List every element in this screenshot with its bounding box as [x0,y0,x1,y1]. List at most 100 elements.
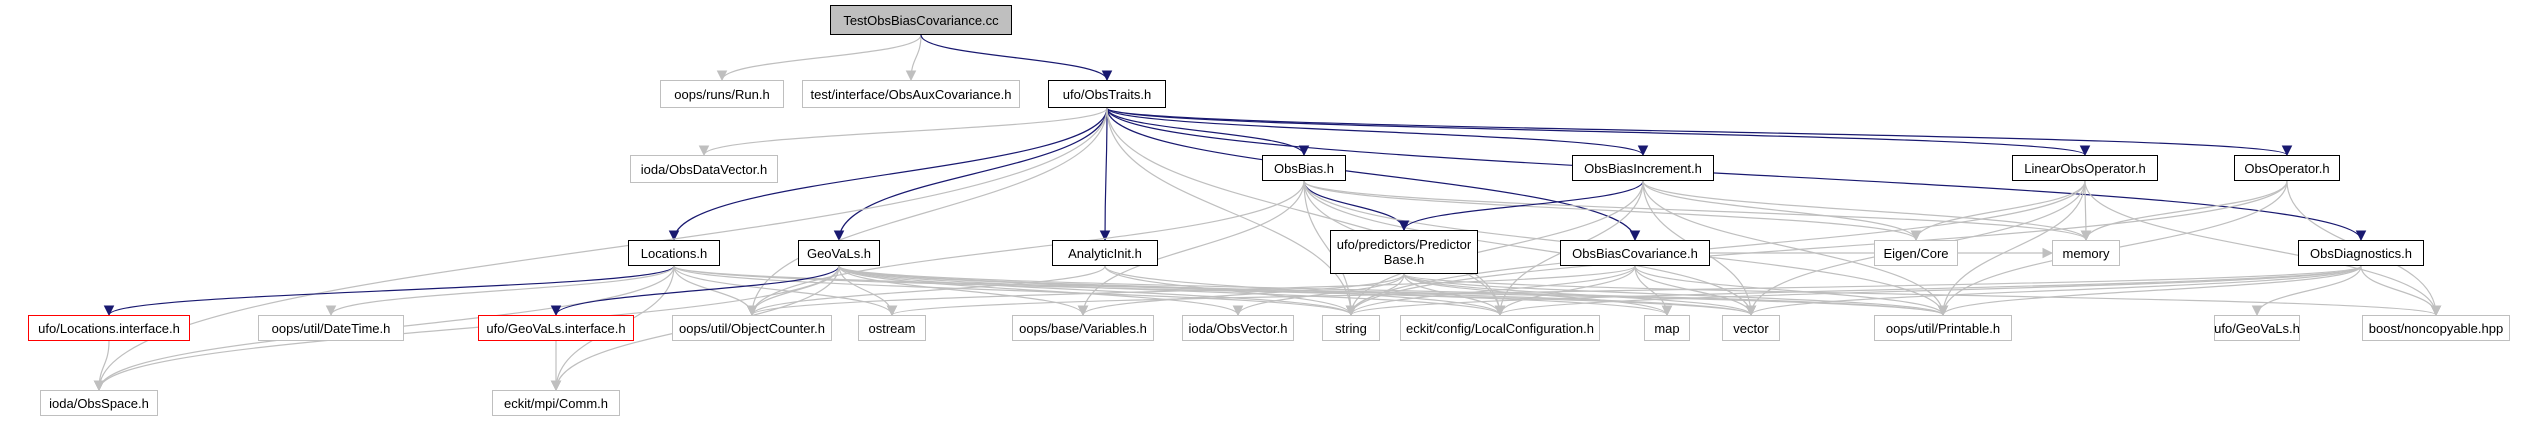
node-ufo-predictors-predictorbase-h[interactable]: ufo/predictors/Predictor Base.h [1330,230,1478,274]
node-ioda-obsvector-h: ioda/ObsVector.h [1182,315,1294,341]
node-ufo-obstraits-h[interactable]: ufo/ObsTraits.h [1048,80,1166,108]
node-label: eckit/config/LocalConfiguration.h [1406,320,1594,336]
dependency-edge-obsop-to-memory [2080,180,2288,242]
node-vector: vector [1722,315,1780,341]
node-label: ObsOperator.h [2244,160,2330,176]
dependency-edge-traits-to-biasinc [1106,107,1649,157]
node-label: ObsDiagnostics.h [2310,245,2412,261]
node-label: oops/util/Printable.h [1885,320,2001,336]
node-label: memory [2062,245,2110,261]
dependency-edge-linop-to-noncopy [2084,180,2442,317]
dependency-edge-linop-to-memory [2080,180,2092,242]
node-ioda-obsdatavector-h: ioda/ObsDataVector.h [630,155,778,183]
node-label: AnalyticInit.h [1068,245,1142,261]
node-oops-util-printable-h: oops/util/Printable.h [1874,315,2012,341]
dependency-edge-traits-to-linop [1106,107,2090,157]
node-label: GeoVaLs.h [806,245,872,261]
node-label: map [1654,320,1680,336]
node-label: ufo/predictors/Predictor Base.h [1336,237,1472,267]
node-label: string [1335,320,1367,336]
dependency-edge-diag-to-ufogeovals [2251,265,2362,317]
dependency-edge-geovals-to-string [838,265,1357,317]
dependency-edge-geovals-to-variables [838,265,1089,317]
node-label: ObsBiasCovariance.h [1572,245,1698,261]
node-test-interface-obsauxcovariance-h: test/interface/ObsAuxCovariance.h [802,80,1020,108]
dependency-edge-diag-to-printable [1937,265,2362,317]
dependency-edge-predictor-to-map [1403,273,1673,317]
dependency-edge-linop-to-string [1345,180,2086,317]
dependency-edge-locint-to-obsspace [93,340,110,392]
dependency-edge-traits-to-obsspace [93,107,1108,392]
node-ufo-geovals-h: ufo/GeoVaLs.h [2214,315,2300,341]
node-linearobsoperator-h[interactable]: LinearObsOperator.h [2012,155,2158,181]
dependency-edge-traits-to-diag [1106,107,2367,242]
dependency-edge-diag-to-localconf [1494,265,2362,317]
node-geovals-h[interactable]: GeoVaLs.h [798,240,880,266]
dependency-edge-locations-to-ostream [673,265,898,317]
dependency-edge-traits-to-analytic [1099,107,1111,242]
node-eigen-core: Eigen/Core [1874,240,1958,266]
node-label: Eigen/Core [1883,245,1949,261]
node-obsoperator-h[interactable]: ObsOperator.h [2234,155,2340,181]
node-obsbiascovariance-h[interactable]: ObsBiasCovariance.h [1560,240,1710,266]
dependency-edge-biasinc-to-printable [1642,180,1949,317]
dependency-edge-obsbias-to-variables [1077,180,1305,317]
node-obsbias-h[interactable]: ObsBias.h [1262,155,1346,181]
node-ufo-locations-interface-h[interactable]: ufo/Locations.interface.h [28,315,190,341]
dependency-edge-traits-to-obsbias [1106,107,1310,157]
node-eckit-config-localconfiguration-h: eckit/config/LocalConfiguration.h [1400,315,1600,341]
dependency-edge-diag-to-string [1346,265,2362,317]
dependency-edge-test-to-run [716,34,922,82]
node-label: ufo/ObsTraits.h [1062,86,1152,102]
node-label: LinearObsOperator.h [2024,160,2146,176]
dependency-edge-traits-to-geovals [833,107,1108,242]
node-label: ufo/GeoVaLs.h [2214,320,2300,336]
node-label: ioda/ObsDataVector.h [640,161,768,177]
node-label: ostream [868,320,916,336]
node-locations-h[interactable]: Locations.h [628,240,720,266]
dependency-edge-obsop-to-string [1345,180,2288,317]
node-label: vector [1733,320,1769,336]
dependency-edge-predictor-to-vector [1403,273,1757,317]
node-obsbiasincrement-h[interactable]: ObsBiasIncrement.h [1572,155,1714,181]
node-oops-util-datetime-h: oops/util/DateTime.h [258,315,404,341]
dependency-edge-traits-to-obsop [1106,107,2292,157]
node-label: ioda/ObsVector.h [1188,320,1288,336]
dependency-edge-biascov-to-string [1345,265,1636,317]
dependency-edge-geovals-to-printable [838,265,1948,317]
dependency-edge-linop-to-eigen [1910,180,2086,242]
dependency-edge-geovals-to-obsspace [93,265,840,392]
dependency-edge-biascov-to-printable [1634,265,1949,317]
node-oops-util-objectcounter-h: oops/util/ObjectCounter.h [672,315,832,341]
dependency-edge-locations-to-datetime [325,265,675,317]
node-obsdiagnostics-h[interactable]: ObsDiagnostics.h [2298,240,2424,266]
node-label: eckit/mpi/Comm.h [503,395,609,411]
node-label: test/interface/ObsAuxCovariance.h [810,86,1012,102]
node-label: oops/base/Variables.h [1019,320,1147,336]
node-label: ObsBias.h [1274,160,1334,176]
dependency-edge-geovals-to-obsvector [838,265,1244,317]
dependency-edge-geovals-to-geoint [550,265,840,317]
dependency-edge-geovals-to-map [838,265,1673,317]
node-oops-base-variables-h: oops/base/Variables.h [1012,315,1154,341]
dependency-edge-traits-to-iodadv [698,107,1108,157]
dependency-edge-linop-to-printable [1937,180,2086,317]
node-label: ioda/ObsSpace.h [49,395,149,411]
node-label: ufo/Locations.interface.h [38,320,180,336]
dependency-edge-traits-to-locations [668,107,1108,242]
dependency-edge-diag-to-ostream [887,265,2362,317]
node-ioda-obsspace-h: ioda/ObsSpace.h [40,390,158,416]
node-ufo-geovals-interface-h[interactable]: ufo/GeoVaLs.interface.h [478,315,634,341]
dependency-edge-traits-to-biascov [1106,107,1641,242]
node-testobsbiascovariance-cc: TestObsBiasCovariance.cc [830,5,1012,35]
dependency-edge-predictor-to-variables [1077,273,1405,317]
dependency-edge-analytic-to-objcounter [746,265,1106,317]
node-map: map [1644,315,1690,341]
node-label: Locations.h [640,245,708,261]
dependency-edge-traits-to-string [1106,107,1357,317]
node-analyticinit-h[interactable]: AnalyticInit.h [1052,240,1158,266]
dependency-edge-geovals-to-localconf [838,265,1506,317]
dependency-edge-test-to-auxcov [905,34,922,82]
